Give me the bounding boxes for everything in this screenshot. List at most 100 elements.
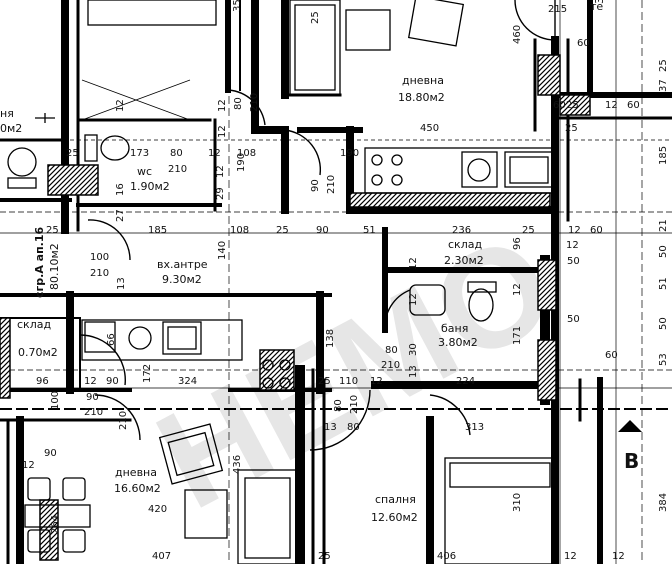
dim: 29: [215, 187, 226, 200]
room-name-dnevna-bottom: дневна: [115, 466, 157, 479]
dim: 25: [565, 123, 578, 134]
toilet-wc: [100, 135, 130, 161]
dim: 53: [658, 353, 669, 366]
dim: 210: [349, 395, 360, 414]
dim: 12: [217, 125, 228, 138]
room-area-sklad-left: 0.70м2: [18, 346, 58, 359]
dim: 210: [84, 407, 103, 418]
dim: 25: [658, 59, 669, 72]
dim: 210: [90, 268, 109, 279]
dim: 37: [658, 79, 669, 92]
room-name-sklad-right: склад: [448, 238, 482, 251]
room-area-vh-antre: 9.30м2: [162, 273, 202, 286]
sofa-top: [289, 0, 341, 96]
dim: 60: [627, 100, 640, 111]
dim: 215: [548, 4, 567, 15]
dim: 12: [408, 257, 419, 270]
room-area-partial-left: 0м2: [0, 122, 22, 135]
room-area-partial-right: 3.: [593, 0, 606, 4]
armchair-bottom: [158, 423, 224, 485]
dim: 171: [512, 326, 523, 345]
dim: 51: [363, 225, 376, 236]
room-name-partial-right: те: [590, 0, 603, 13]
room-area-sklad-right: 2.30м2: [444, 254, 484, 267]
room-area-dnevna-bottom: 16.60м2: [114, 482, 161, 495]
dim: 450: [420, 123, 439, 134]
dim: 210: [249, 93, 260, 112]
bath-sink: [409, 284, 446, 316]
room-name-dnevna-top: дневна: [402, 74, 444, 87]
dim: 13: [324, 422, 337, 433]
dim: 108: [230, 225, 249, 236]
dim: 50: [658, 317, 669, 330]
dim: 12: [115, 99, 126, 112]
dim: 80: [347, 422, 360, 433]
dim: 50: [567, 256, 580, 267]
apartment-name: сгр.А ап.16: [33, 226, 46, 298]
dim: 25: [310, 11, 321, 24]
dim: 140: [217, 241, 228, 260]
dim: 13: [116, 277, 127, 290]
dim: 407: [152, 551, 171, 562]
furniture: [7, 0, 556, 564]
section-marker: B: [618, 420, 642, 473]
kitchen-counter-top: [364, 147, 556, 194]
room-name-spalnya: спалня: [375, 493, 416, 506]
dim: 90: [44, 448, 57, 459]
dim: 384: [658, 493, 669, 512]
dim: 12: [84, 376, 97, 387]
dim: 25: [318, 551, 331, 562]
dim: 96: [512, 237, 523, 250]
dim: 185: [148, 225, 167, 236]
dim: 25: [566, 100, 579, 111]
dim: 80: [170, 148, 183, 159]
dim: 90: [316, 225, 329, 236]
room-name-banya: баня: [441, 322, 468, 335]
dim: 80: [333, 399, 344, 412]
dim: 90: [106, 376, 119, 387]
dim: 224: [456, 376, 475, 387]
room-area-wc: 1.90м2: [130, 180, 170, 193]
dim: 80: [385, 345, 398, 356]
dim: 172: [142, 364, 153, 383]
door-swings: [79, 0, 556, 451]
bed: [444, 457, 556, 564]
dim: 110: [339, 376, 358, 387]
room-name-partial-left: ня: [0, 107, 14, 120]
dim: 90: [310, 179, 321, 192]
hatched-columns: [0, 54, 591, 561]
dim: 60: [553, 100, 566, 111]
dim: 25: [522, 225, 535, 236]
dim: 12: [605, 100, 618, 111]
dim: 96: [36, 376, 49, 387]
dim: 25: [66, 148, 79, 159]
dim: 210: [118, 411, 129, 430]
dim: 12: [208, 148, 221, 159]
room-area-dnevna-top: 18.80м2: [398, 91, 445, 104]
dim: 138: [325, 329, 336, 348]
room-name-wc: wc: [137, 165, 152, 178]
dimension-labels: 35 215 460 60 25 37 25 12 60 450 60 25 1…: [22, 0, 669, 562]
dim: 25: [46, 225, 59, 236]
dim: 264: [50, 515, 61, 534]
dim: 13: [408, 365, 419, 378]
dim: 108: [237, 148, 256, 159]
coffee-table: [184, 489, 228, 539]
dim: 185: [658, 146, 669, 165]
dim: 190: [236, 153, 247, 172]
dim: 27: [115, 209, 126, 222]
dim: 420: [148, 504, 167, 515]
dim: 80: [233, 97, 244, 110]
dim: 12: [612, 551, 625, 562]
room-name-sklad-left: склад: [17, 318, 51, 331]
dim: 210: [326, 175, 337, 194]
dim: 12: [566, 240, 579, 251]
room-area-spalnya: 12.60м2: [371, 511, 418, 524]
armchair-top: [407, 0, 465, 47]
dim: 210: [168, 164, 187, 175]
dim: 16: [115, 183, 126, 196]
kitchen-counter-left: [81, 319, 243, 361]
dim: 51: [658, 277, 669, 290]
